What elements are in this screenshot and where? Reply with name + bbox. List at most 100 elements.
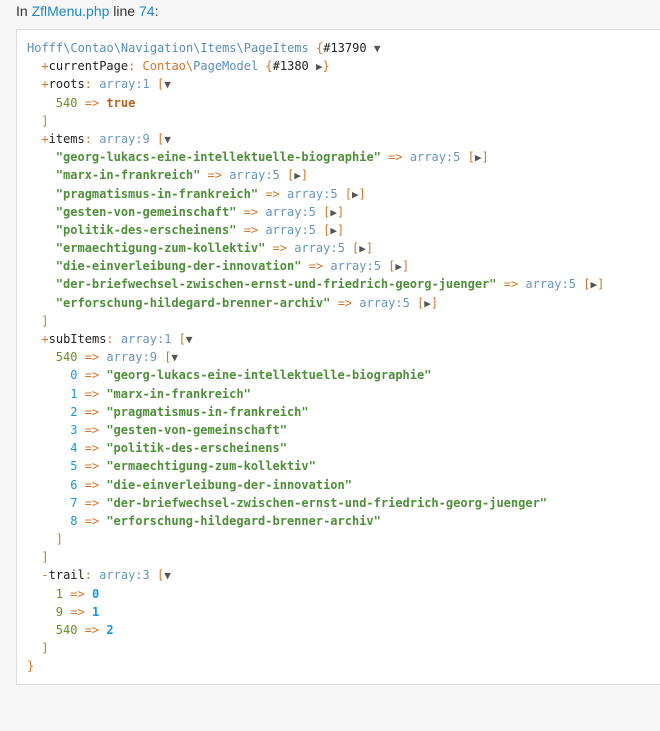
dump-line: 1 => 0 bbox=[27, 585, 604, 603]
collapse-toggle-icon[interactable]: ▼ bbox=[171, 351, 179, 365]
dump-token: array:5 bbox=[294, 241, 345, 256]
dump-token: + bbox=[41, 131, 49, 146]
dump-token: "georg-lukacs-eine-intellektuelle-biogra… bbox=[106, 368, 432, 383]
dump-line: ] bbox=[27, 548, 604, 566]
dump-line: +items: array:9 [▼ bbox=[27, 130, 604, 148]
dump-token: ] bbox=[300, 168, 309, 183]
collapse-toggle-icon[interactable]: ▼ bbox=[185, 333, 193, 346]
dump-token: 1 bbox=[91, 604, 100, 619]
dump-token: [ bbox=[344, 241, 360, 256]
expand-toggle-icon[interactable]: ▶ bbox=[316, 60, 323, 74]
dump-token: array:5 bbox=[287, 186, 338, 201]
dump-token: ] bbox=[41, 313, 49, 328]
dump-token: : Contao\ bbox=[128, 59, 194, 74]
dump-line: 1 => "marx-in-frankreich" bbox=[27, 385, 604, 403]
dump-token: => bbox=[77, 350, 107, 365]
dump-token: => bbox=[380, 150, 410, 165]
dump-token: array:9 bbox=[99, 131, 150, 146]
collapse-toggle-icon[interactable]: ▼ bbox=[164, 132, 171, 146]
dump-token: "politik-des-erscheinens" bbox=[55, 222, 237, 237]
expand-toggle-icon[interactable]: ▶ bbox=[330, 223, 337, 237]
dump-token: "der-briefwechsel-zwischen-ernst-und-fri… bbox=[106, 495, 548, 510]
dump-line: +currentPage: Contao\PageModel {#1380 ▶} bbox=[27, 57, 604, 75]
expand-toggle-icon[interactable]: ▶ bbox=[352, 187, 359, 201]
dump-token: [ bbox=[409, 295, 425, 310]
dump-token: => bbox=[236, 204, 266, 219]
line-link[interactable]: 74 bbox=[138, 3, 155, 19]
dump-token: } bbox=[322, 59, 330, 74]
dump-token: => bbox=[77, 441, 107, 456]
dump-token: ] bbox=[55, 532, 64, 547]
dump-token: ] bbox=[336, 222, 345, 237]
expand-toggle-icon[interactable]: ▶ bbox=[359, 242, 366, 256]
expand-toggle-icon[interactable]: ▶ bbox=[294, 169, 301, 183]
dump-token: => bbox=[77, 368, 107, 383]
collapse-toggle-icon[interactable]: ▼ bbox=[164, 78, 171, 92]
dump-token: => bbox=[301, 259, 331, 274]
dump-token: => bbox=[77, 513, 107, 528]
dump-token: ] bbox=[597, 277, 605, 292]
dump-token: 540 bbox=[55, 350, 78, 365]
collapse-toggle-icon[interactable]: ▼ bbox=[373, 42, 381, 55]
dump-token: "gesten-von-gemeinschaft" bbox=[106, 422, 287, 437]
dump-token: => bbox=[236, 222, 266, 237]
dump-token: 3 bbox=[70, 422, 78, 437]
dump-token: + bbox=[41, 332, 49, 346]
expand-toggle-icon[interactable]: ▶ bbox=[590, 278, 598, 292]
dump-line: 8 => "erforschung-hildegard-brenner-arch… bbox=[27, 512, 604, 530]
dump-token: + bbox=[41, 77, 49, 92]
collapse-toggle-icon[interactable]: ▼ bbox=[164, 569, 171, 583]
file-link[interactable]: ZflMenu.php bbox=[31, 3, 110, 19]
dump-token: array:5 bbox=[229, 168, 280, 183]
dump-line: 6 => "die-einverleibung-der-innovation" bbox=[27, 476, 604, 494]
expand-toggle-icon[interactable]: ▶ bbox=[330, 205, 337, 219]
dump-line: 540 => 2 bbox=[27, 621, 604, 639]
dump-line: "pragmatismus-in-frankreich" => array:5 … bbox=[27, 185, 604, 203]
dump-token: { bbox=[265, 59, 273, 74]
dump-token: : bbox=[84, 568, 100, 583]
dump-token: ] bbox=[41, 113, 49, 128]
dump-token: true bbox=[106, 95, 136, 110]
expand-toggle-icon[interactable]: ▶ bbox=[474, 151, 482, 165]
dump-token: array:5 bbox=[525, 277, 576, 292]
dump-token: PageModel bbox=[193, 59, 259, 74]
dump-token: array:5 bbox=[359, 295, 410, 310]
dump-token: [ bbox=[171, 332, 186, 346]
dump-token: 540 bbox=[55, 95, 78, 110]
dump-line: +roots: array:1 [▼ bbox=[27, 75, 604, 93]
dump-line: -trail: array:3 [▼ bbox=[27, 566, 604, 584]
dump-token: [ bbox=[279, 168, 295, 183]
dump-line: 5 => "ermaechtigung-zum-kollektiv" bbox=[27, 457, 604, 475]
dump-location: In ZflMenu.php line 74: bbox=[16, 3, 158, 19]
dump-token: 2 bbox=[70, 404, 78, 419]
dump-token: : bbox=[84, 77, 100, 92]
expand-toggle-icon[interactable]: ▶ bbox=[395, 260, 402, 274]
dump-token: 0 bbox=[91, 586, 100, 601]
dump-token: => bbox=[258, 186, 287, 201]
dump-token: "die-einverleibung-der-innovation" bbox=[55, 259, 302, 274]
dump-token: roots bbox=[48, 77, 85, 92]
dump-token: 5 bbox=[70, 459, 78, 474]
dump-token: => bbox=[77, 495, 107, 510]
dump-token: "erforschung-hildegard-brenner-archiv" bbox=[106, 513, 381, 528]
dump-token: array:5 bbox=[409, 150, 461, 165]
in-label: In bbox=[16, 3, 32, 19]
dump-token: => bbox=[330, 295, 360, 310]
dump-token: - bbox=[41, 568, 49, 583]
dump-line: "erforschung-hildegard-brenner-archiv" =… bbox=[27, 294, 604, 312]
dump-line: ] bbox=[27, 312, 604, 330]
expand-toggle-icon[interactable]: ▶ bbox=[424, 296, 431, 310]
dump-token: 8 bbox=[70, 513, 78, 528]
dump-line: Hofff\Contao\Navigation\Items\PageItems … bbox=[27, 39, 604, 57]
dump-token: : bbox=[106, 332, 121, 346]
dump-token: "ermaechtigung-zum-kollektiv" bbox=[106, 459, 316, 474]
dump-token: items bbox=[48, 131, 85, 146]
dump-token: { bbox=[316, 41, 324, 55]
line-label: line bbox=[109, 3, 139, 19]
dump-token: #1380 bbox=[272, 59, 316, 74]
dump-token: 4 bbox=[70, 441, 78, 456]
dump-token: 7 bbox=[70, 495, 78, 510]
dump-line: "der-briefwechsel-zwischen-ernst-und-fri… bbox=[27, 275, 605, 293]
dump-line: "die-einverleibung-der-innovation" => ar… bbox=[27, 257, 604, 275]
dump-token: "marx-in-frankreich" bbox=[106, 386, 251, 401]
